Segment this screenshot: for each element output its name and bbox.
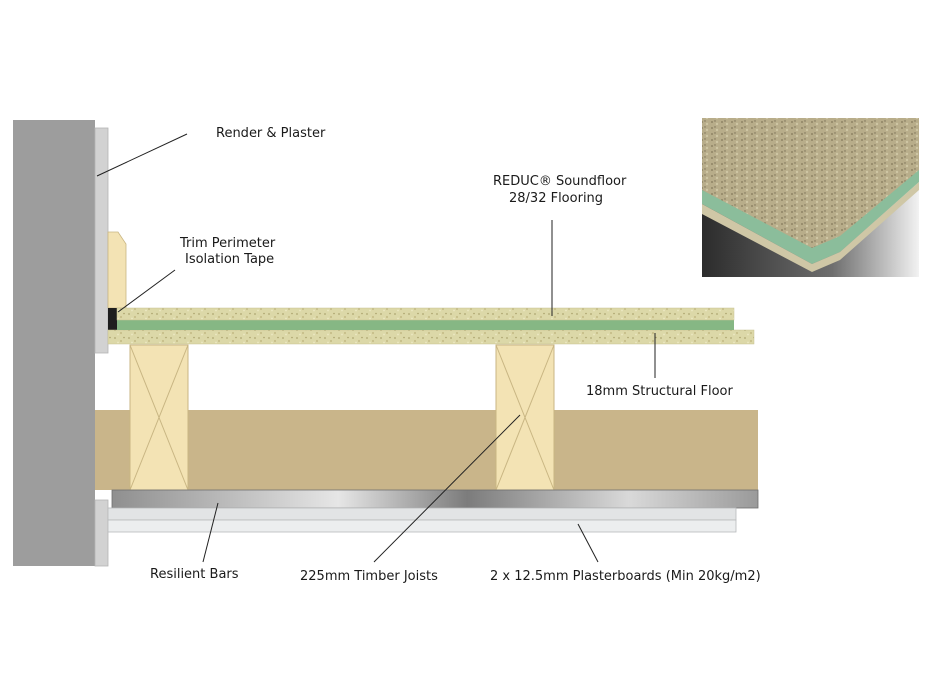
masonry-wall (13, 120, 95, 566)
leader-lines (96, 133, 656, 563)
label-resilient-bars: Resilient Bars (150, 567, 239, 582)
plasterboards (107, 507, 737, 533)
label-plasterboards: 2 x 12.5mm Plasterboards (Min 20kg/m2) (490, 569, 761, 584)
skirting-board (107, 231, 127, 309)
timber-joist-left (129, 344, 189, 491)
timber-joist-right (495, 344, 555, 491)
perimeter-isolation-tape (108, 308, 117, 330)
acoustic-green-layer (117, 320, 734, 330)
product-photo (702, 118, 919, 277)
render-plaster-layer (94, 127, 109, 354)
label-reduc-line1: REDUC® Soundfloor (493, 174, 627, 189)
reduc-soundfloor-board (116, 307, 735, 321)
label-trim-line2: Isolation Tape (185, 252, 274, 267)
label-render-plaster: Render & Plaster (216, 126, 326, 141)
label-timber-joists: 225mm Timber Joists (300, 569, 438, 584)
label-structural-floor: 18mm Structural Floor (586, 384, 733, 399)
resilient-bar (111, 489, 759, 509)
label-trim-line1: Trim Perimeter (179, 236, 276, 251)
label-reduc-line2: 28/32 Flooring (509, 191, 603, 206)
lower-plaster-layer (94, 499, 109, 567)
structural-floor (107, 329, 755, 345)
insulation-layer (95, 410, 758, 490)
